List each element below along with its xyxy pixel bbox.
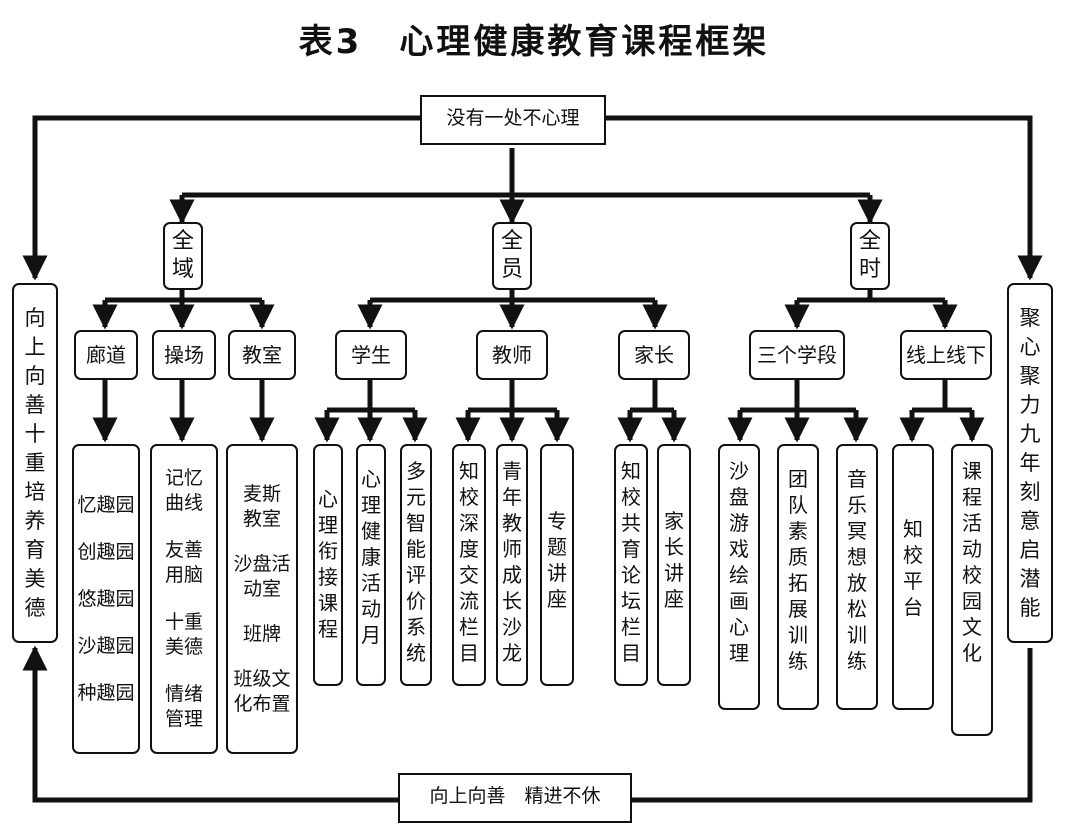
- list-item: 忆趣园: [77, 493, 135, 516]
- item-jiazhang-2: 家长讲座: [657, 444, 691, 686]
- list-langdao: 忆趣园 创趣园 悠趣园 沙趣园 种趣园: [72, 444, 140, 754]
- item-xuesheng-1: 心理衔接课程: [313, 444, 343, 686]
- item-xueduan-1: 沙盘游戏 绘画心理: [718, 444, 769, 710]
- node-xuesheng: 学生: [335, 330, 407, 380]
- list-caochang: 记忆曲线 友善用脑 十重美德 情绪管理: [150, 444, 218, 754]
- item-text: 知校共育论坛栏目: [621, 459, 641, 665]
- list-item: 麦斯教室: [242, 482, 281, 530]
- branch-quanshi: 全时: [850, 222, 890, 290]
- top-banner-text: 没有一处不心理: [446, 106, 580, 129]
- item-xueduan-2: 团队素质拓展训练: [777, 444, 819, 710]
- list-item: 班级文化布置: [233, 667, 291, 715]
- item-text: 青年教师成长沙龙: [502, 459, 522, 665]
- item-text: 心理衔接课程: [318, 487, 338, 641]
- branch-quanyu: 全域: [163, 222, 203, 290]
- node-langdao: 廊道: [74, 330, 138, 380]
- item-text: 专题讲座: [547, 509, 567, 611]
- left-side-column: 向上向善十重培养育美德: [12, 283, 58, 643]
- item-text: 知校平台: [903, 517, 923, 619]
- list-item: 创趣园: [77, 540, 135, 563]
- list-item: 沙趣园: [77, 634, 135, 657]
- item-jiaoshi-3: 专题讲座: [540, 444, 574, 686]
- item-xuesheng-3: 多元智能评价系统: [400, 444, 432, 686]
- node-caochang: 操场: [152, 330, 216, 380]
- item-jiaoshi-1: 知校深度交流栏目: [452, 444, 486, 686]
- right-side-text: 聚心聚力九年刻意启潜能: [1019, 305, 1041, 620]
- branch-quanshi-label: 全时: [858, 229, 881, 282]
- right-side-column: 聚心聚力九年刻意启潜能: [1007, 283, 1053, 643]
- item-text: 沙盘游戏 绘画心理: [729, 459, 769, 665]
- item-xuesheng-2: 心理健康活动月: [356, 444, 386, 686]
- bottom-banner-text: 向上向善 精进不休: [429, 784, 601, 807]
- item-text: 团队素质拓展训练: [788, 467, 808, 673]
- item-xueduan-3: 音乐冥想放松训练: [836, 444, 878, 710]
- item-text: 多元智能评价系统: [406, 459, 426, 665]
- list-item: 班牌: [242, 622, 281, 645]
- item-text: 家长讲座: [664, 509, 684, 611]
- top-banner: 没有一处不心理: [420, 95, 606, 145]
- item-xianshang-1: 知校平台: [892, 444, 934, 710]
- list-item: 悠趣园: [77, 587, 135, 610]
- figure-title: 表3 心理健康教育课程框架: [298, 22, 770, 62]
- item-text: 课程 活动 校园文化: [962, 459, 1002, 665]
- node-xianshangxianxia: 线上线下: [900, 330, 992, 380]
- left-side-text: 向上向善十重培养育美德: [24, 305, 46, 620]
- list-item: 种趣园: [77, 681, 135, 704]
- node-jiazhang: 家长: [618, 330, 690, 380]
- item-xianshang-2: 课程 活动 校园文化: [951, 444, 1002, 736]
- node-jiaoshi-teacher: 教师: [476, 330, 548, 380]
- list-item: 友善用脑: [164, 539, 203, 586]
- item-text: 心理健康活动月: [361, 467, 381, 647]
- branch-quanyu-label: 全域: [171, 229, 194, 282]
- node-jiaoshi-room: 教室: [228, 330, 296, 380]
- branch-quanyuan: 全员: [492, 222, 532, 290]
- item-text: 音乐冥想放松训练: [847, 467, 867, 673]
- item-jiazhang-1: 知校共育论坛栏目: [614, 444, 648, 686]
- list-item: 沙盘活动室: [233, 552, 291, 600]
- item-jiaoshi-2: 青年教师成长沙龙: [496, 444, 528, 686]
- node-sangexueduan: 三个学段: [749, 330, 845, 380]
- list-item: 情绪管理: [164, 683, 203, 730]
- bottom-banner: 向上向善 精进不休: [398, 773, 632, 823]
- list-item: 记忆曲线: [164, 467, 203, 514]
- item-text: 知校深度交流栏目: [459, 459, 479, 665]
- branch-quanyuan-label: 全员: [500, 229, 523, 282]
- list-item: 十重美德: [164, 611, 203, 658]
- list-jiaoshi-room: 麦斯教室 沙盘活动室 班牌 班级文化布置: [226, 444, 298, 754]
